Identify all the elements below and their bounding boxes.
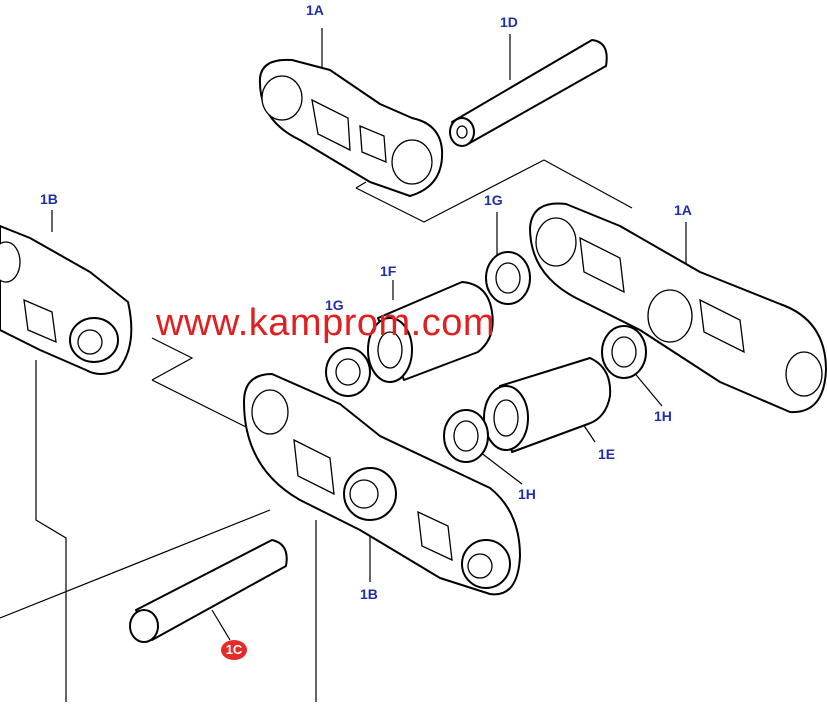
seal-1h-right (601, 325, 647, 379)
label-1h-right: 1H (654, 408, 672, 424)
watermark-url: www.kamprom.com (156, 302, 495, 344)
pin-1d (449, 39, 608, 147)
label-1g-upper: 1G (484, 192, 503, 208)
track-link-1b-bottom (243, 373, 521, 596)
track-link-1a-right (529, 202, 827, 414)
track-link-1a-top (258, 58, 444, 197)
bushing-1e (483, 357, 612, 453)
label-1h-lower: 1H (518, 486, 536, 502)
seal-1h-lower (443, 409, 489, 463)
label-1c-highlighted: 1C (221, 640, 247, 660)
label-1g-lower: 1G (325, 297, 344, 313)
label-1a-top: 1A (306, 2, 324, 18)
leader-lines (0, 28, 687, 702)
label-1a-right: 1A (674, 202, 692, 218)
label-1b-bottom: 1B (360, 586, 378, 602)
label-1d: 1D (500, 14, 518, 30)
label-1b-left: 1B (40, 191, 58, 207)
label-1e: 1E (598, 446, 616, 462)
bushing-1f (367, 281, 494, 383)
seal-1g-upper (485, 251, 531, 305)
seal-1g-lower (325, 347, 371, 397)
pin-1c (129, 539, 288, 643)
label-1f: 1F (380, 263, 397, 279)
track-link-1b-left (0, 225, 133, 375)
